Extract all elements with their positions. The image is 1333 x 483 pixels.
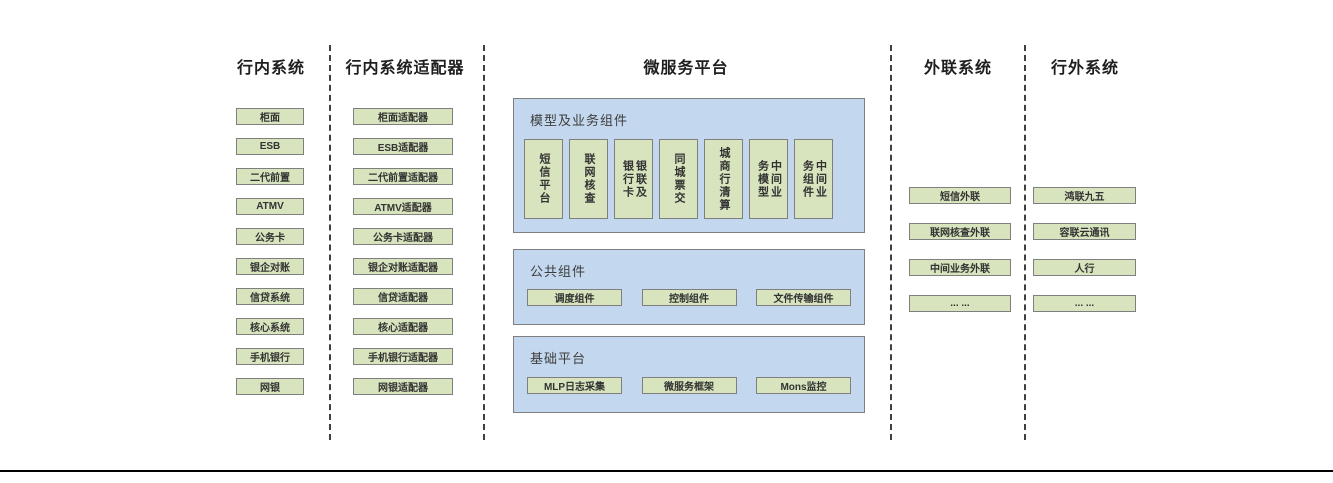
external-box-more: ... ...: [1033, 295, 1136, 312]
component-box-intermediate-component: 中间业 务组件: [794, 139, 833, 219]
adapter-box-gongwuka: 公务卡适配器: [353, 228, 453, 245]
system-box-xindai: 信贷系统: [236, 288, 304, 305]
component-box-intermediate-model: 中间业 务模型: [749, 139, 788, 219]
panel-title-common: 公共组件: [530, 264, 587, 279]
system-box-yinqiduizhang: 银企对账: [236, 258, 304, 275]
outbound-box-more: ... ...: [909, 295, 1011, 312]
panel-title-model: 模型及业务组件: [530, 113, 629, 128]
component-box-control: 控制组件: [641, 289, 737, 306]
component-box-city-bank-clearing: 城商行清算: [704, 139, 743, 219]
component-label: 联网核查: [583, 153, 595, 205]
component-box-file-transfer: 文件传输组件: [756, 289, 851, 306]
external-box-ronglian: 容联云通讯: [1033, 223, 1136, 240]
internal-systems-column: 柜面 ESB 二代前置 ATMV 公务卡 银企对账 信贷系统 核心系统 手机银行…: [236, 108, 304, 395]
adapter-box-wangyin: 网银适配器: [353, 378, 453, 395]
component-label: 中间业 务模型: [756, 159, 782, 199]
panel-title-base: 基础平台: [530, 351, 587, 366]
bottom-rule: [0, 470, 1333, 472]
dashed-separator-4: [1024, 45, 1026, 440]
base-platform-row: MLP日志采集 微服务框架 Mons监控: [527, 377, 851, 394]
component-box-network-check: 联网核查: [569, 139, 608, 219]
component-label: 银联及 银行卡: [621, 159, 647, 199]
system-box-atmv: ATMV: [236, 198, 304, 215]
column-header-internal: 行内系统: [236, 60, 306, 77]
external-box-pboc: 人行: [1033, 259, 1136, 276]
component-box-unionpay-bankcard: 银联及 银行卡: [614, 139, 653, 219]
adapter-box-atmv: ATMV适配器: [353, 198, 453, 215]
dashed-separator-3: [890, 45, 892, 440]
common-components-row: 调度组件 控制组件 文件传输组件: [527, 289, 851, 306]
component-box-mons-monitor: Mons监控: [756, 377, 851, 394]
system-box-shoujiyinhang: 手机银行: [236, 348, 304, 365]
adapter-box-erdaiqianzhi: 二代前置适配器: [353, 168, 453, 185]
component-box-mlp-log: MLP日志采集: [527, 377, 622, 394]
system-box-guimian: 柜面: [236, 108, 304, 125]
base-platform-panel: 基础平台 MLP日志采集 微服务框架 Mons监控: [513, 336, 865, 413]
adapter-box-esb: ESB适配器: [353, 138, 453, 155]
column-header-external: 行外系统: [1050, 60, 1120, 77]
component-box-city-bill-exchange: 同城票交: [659, 139, 698, 219]
outbound-box-intermediate: 中间业务外联: [909, 259, 1011, 276]
column-header-platform: 微服务平台: [643, 60, 729, 77]
component-label: 城商行清算: [718, 146, 730, 212]
model-business-components-panel: 模型及业务组件 短信平台 联网核查 银联及 银行卡 同城票交 城商行清算 中间业…: [513, 98, 865, 233]
column-header-adapters: 行内系统适配器: [345, 60, 465, 77]
system-box-esb: ESB: [236, 138, 304, 155]
external-systems-column: 鸿联九五 容联云通讯 人行 ... ...: [1033, 187, 1136, 312]
system-box-erdaiqianzhi: 二代前置: [236, 168, 304, 185]
adapters-column: 柜面适配器 ESB适配器 二代前置适配器 ATMV适配器 公务卡适配器 银企对账…: [353, 108, 453, 395]
dashed-separator-2: [483, 45, 485, 440]
component-box-microservice-framework: 微服务框架: [641, 377, 737, 394]
outbound-box-network-check: 联网核查外联: [909, 223, 1011, 240]
adapter-box-yinqiduizhang: 银企对账适配器: [353, 258, 453, 275]
system-box-hexin: 核心系统: [236, 318, 304, 335]
component-label: 短信平台: [538, 153, 550, 205]
component-label: 中间业 务组件: [801, 159, 827, 199]
system-box-gongwuka: 公务卡: [236, 228, 304, 245]
system-box-wangyin: 网银: [236, 378, 304, 395]
external-box-honglian95: 鸿联九五: [1033, 187, 1136, 204]
adapter-box-hexin: 核心适配器: [353, 318, 453, 335]
component-box-scheduler: 调度组件: [527, 289, 622, 306]
adapter-box-xindai: 信贷适配器: [353, 288, 453, 305]
component-box-sms-platform: 短信平台: [524, 139, 563, 219]
outbound-systems-column: 短信外联 联网核查外联 中间业务外联 ... ...: [909, 187, 1011, 312]
common-components-panel: 公共组件 调度组件 控制组件 文件传输组件: [513, 249, 865, 325]
outbound-box-sms: 短信外联: [909, 187, 1011, 204]
model-components-row: 短信平台 联网核查 银联及 银行卡 同城票交 城商行清算 中间业 务模型 中间业…: [524, 139, 833, 219]
column-header-outbound: 外联系统: [923, 60, 993, 77]
adapter-box-shoujiyinhang: 手机银行适配器: [353, 348, 453, 365]
dashed-separator-1: [329, 45, 331, 440]
adapter-box-guimian: 柜面适配器: [353, 108, 453, 125]
component-label: 同城票交: [673, 153, 685, 205]
